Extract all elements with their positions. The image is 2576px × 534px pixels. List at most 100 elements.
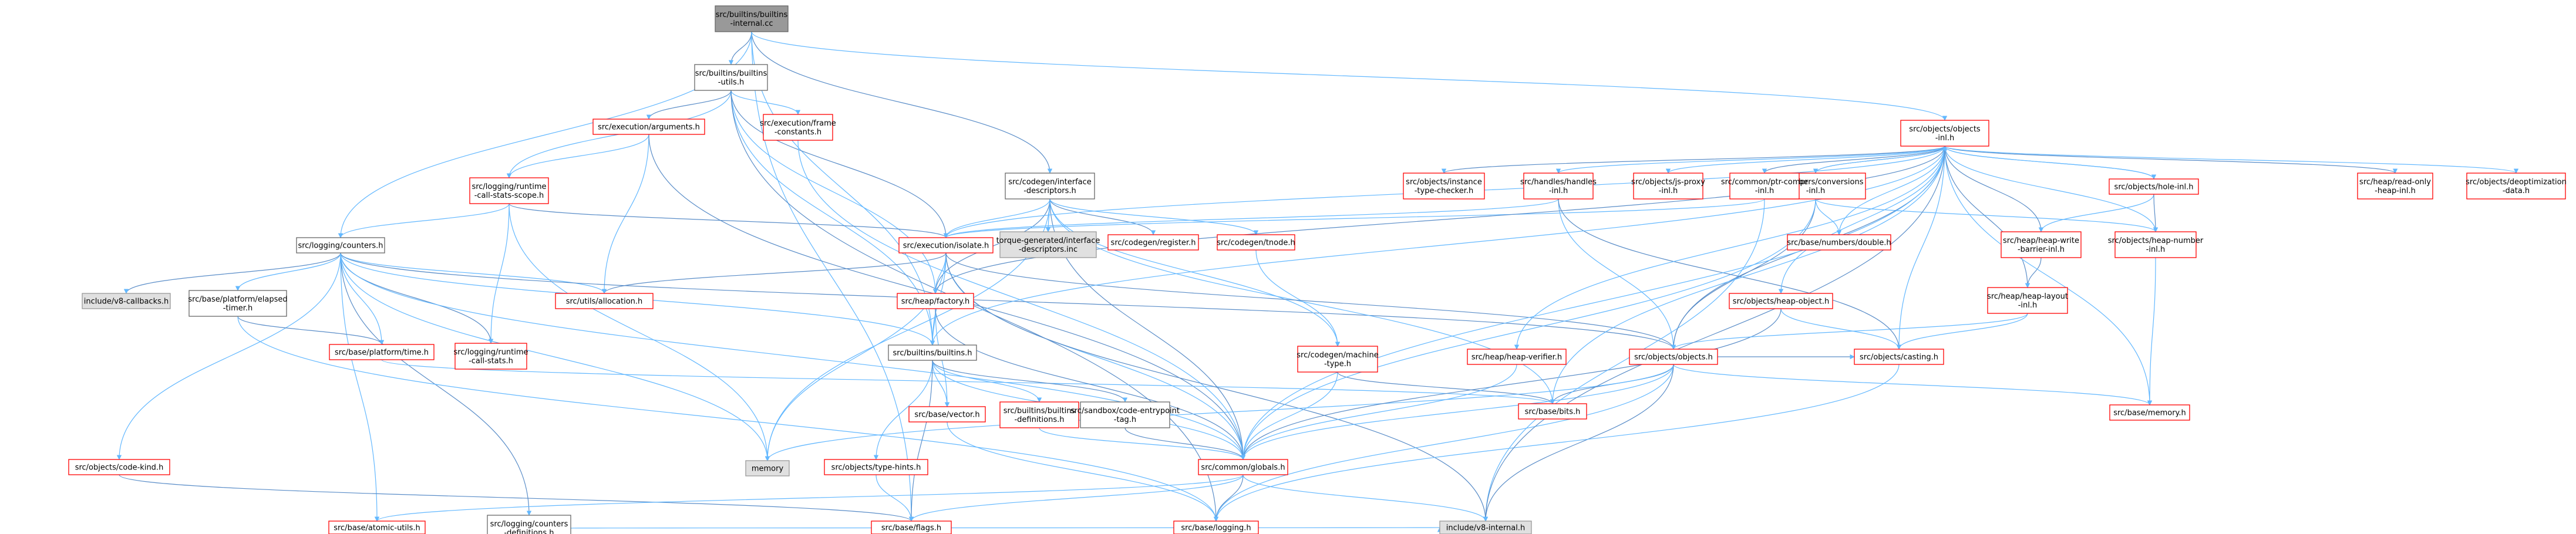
graph-node-jsproxy[interactable]: src/objects/js-proxy-inl.h (1631, 173, 1705, 200)
edge-heapobj-to-globals (1240, 308, 1782, 460)
edge-hole-to-oinl (1942, 146, 2154, 180)
graph-node-rcs[interactable]: src/logging/runtime-call-stats-scope.h (469, 177, 549, 204)
graph-node-layout[interactable]: src/heap/heap-layout-inl.h (1987, 287, 2068, 314)
edge-root-to-flags (751, 31, 914, 522)
graph-node-hole[interactable]: src/objects/hole-inl.h (2109, 178, 2199, 195)
node-label-line: src/objects/instance (1406, 178, 1482, 187)
node-label-line: src/codegen/interface (1008, 178, 1092, 187)
graph-node-v8cb[interactable]: include/v8-callbacks.h (82, 293, 171, 309)
graph-node-wbarrier[interactable]: src/heap/heap-write-barrier-inl.h (2001, 231, 2082, 258)
graph-node-bh[interactable]: src/builtins/builtins.h (888, 344, 977, 361)
node-label-line: -call-stats.h (469, 357, 513, 366)
node-label-line: src/logging/counters (490, 520, 568, 529)
graph-node-alloc[interactable]: src/utils/allocation.h (555, 293, 654, 309)
edge-counters-to-objects (340, 252, 1676, 350)
edge-factory-to-bh (930, 308, 936, 346)
node-label-line: src/base/numbers/double.h (1787, 239, 1891, 248)
node-box (694, 64, 768, 91)
graph-node-heapobj[interactable]: src/objects/heap-object.h (1729, 293, 1833, 309)
graph-node-cntdef[interactable]: src/logging/counters-definitions.h (487, 515, 571, 534)
graph-node-counters[interactable]: src/logging/counters.h (296, 237, 385, 254)
edge-oinl-to-ninl (1813, 146, 1945, 174)
graph-node-bmem[interactable]: src/base/memory.h (2109, 404, 2190, 421)
graph-node-creg[interactable]: src/codegen/register.h (1107, 234, 1199, 251)
graph-node-rcstats[interactable]: src/logging/runtime-call-stats.h (453, 343, 528, 370)
node-label-line: -type-checker.h (1415, 187, 1474, 195)
graph-node-sandbox[interactable]: src/sandbox/code-entrypoint-tag.h (1070, 401, 1180, 428)
graph-node-ndouble[interactable]: src/base/numbers/double.h (1787, 234, 1891, 251)
node-label-line: -constants.h (775, 128, 821, 137)
edge-tnode-to-machtype (1255, 249, 1341, 347)
node-box (1729, 173, 1800, 200)
node-box (1173, 521, 1259, 534)
edge-oinl-to-globals (1240, 146, 1945, 460)
graph-node-bdefs[interactable]: src/builtins/builtins-definitions.h (999, 401, 1079, 428)
node-label-line: src/objects/objects.h (1634, 353, 1713, 362)
edge-cid-to-creg (1049, 198, 1156, 235)
node-label-line: -heap-inl.h (2375, 187, 2416, 195)
edge-oinl-to-jsproxy (1665, 146, 1945, 174)
graph-node-bu[interactable]: src/builtins/builtins-utils.h (694, 64, 768, 91)
graph-node-v8int[interactable]: include/v8-internal.h (1439, 521, 1532, 534)
node-label-line: src/builtins/builtins (1004, 407, 1076, 415)
edge-args-to-alloc (601, 134, 649, 294)
node-label-line: -tag.h (1114, 415, 1136, 424)
node-box (68, 459, 170, 475)
graph-node-elapsed[interactable]: src/base/platform/elapsed-timer.h (188, 290, 288, 317)
node-label-line: src/sandbox/code-entrypoint (1070, 407, 1180, 415)
node-label-line: -internal.cc (730, 19, 773, 28)
graph-node-machtype[interactable]: src/codegen/machine-type.h (1297, 346, 1379, 373)
edge-layer (116, 31, 2518, 532)
node-box (888, 344, 977, 361)
graph-node-cid[interactable]: src/codegen/interface-descriptors.h (1005, 173, 1095, 200)
graph-node-deopt[interactable]: src/objects/deoptimization-data.h (2466, 173, 2567, 200)
node-box (1787, 234, 1891, 251)
graph-node-atomic[interactable]: src/base/atomic-utils.h (328, 521, 426, 534)
node-box (1297, 346, 1378, 373)
node-box (999, 231, 1097, 258)
node-label-line: src/builtins/builtins.h (893, 349, 972, 358)
graph-node-vector[interactable]: src/base/vector.h (908, 406, 986, 423)
node-label-line: src/base/logging.h (1181, 524, 1251, 533)
graph-node-memory[interactable]: memory (745, 460, 790, 476)
graph-node-casting[interactable]: src/objects/casting.h (1854, 349, 1944, 365)
graph-node-ptrcompr[interactable]: src/common/ptr-compr-inl.h (1721, 173, 1809, 200)
edge-codekind-to-flags (119, 474, 914, 522)
node-label-line: src/objects/hole-inl.h (2114, 183, 2194, 192)
node-box (1005, 173, 1095, 200)
graph-node-typehints[interactable]: src/objects/type-hints.h (824, 459, 928, 475)
graph-node-bits[interactable]: src/base/bits.h (1518, 403, 1587, 420)
graph-node-handles[interactable]: src/handles/handles-inl.h (1520, 173, 1597, 200)
edge-counters-to-memory (340, 252, 770, 461)
graph-node-frameconst[interactable]: src/execution/frame-constants.h (760, 114, 836, 141)
graph-node-heapverif[interactable]: src/heap/heap-verifier.h (1467, 349, 1567, 365)
graph-node-flags[interactable]: src/base/flags.h (871, 521, 952, 534)
edge-layout-to-objects (1671, 313, 2028, 350)
graph-node-objects[interactable]: src/objects/objects.h (1629, 349, 1718, 365)
node-box (555, 293, 654, 309)
node-box (188, 290, 287, 317)
graph-node-oinl[interactable]: src/objects/objects-inl.h (1900, 120, 1989, 147)
edge-root-to-oinl (751, 31, 1947, 121)
edge-oinl-to-rodheap (1944, 146, 2397, 174)
node-box (1439, 521, 1532, 534)
edge-root-to-cid (751, 31, 1053, 174)
node-box (1107, 234, 1199, 251)
node-label-line: src/objects/heap-object.h (1733, 298, 1829, 306)
graph-node-hnum[interactable]: src/objects/heap-number-inl.h (2108, 231, 2204, 258)
edge-bh-to-typehints (873, 360, 933, 460)
graph-node-rodheap[interactable]: src/heap/read-only-heap-inl.h (2357, 173, 2433, 200)
node-box (898, 237, 994, 254)
graph-node-globals[interactable]: src/common/globals.h (1198, 459, 1288, 475)
graph-node-codekind[interactable]: src/objects/code-kind.h (68, 459, 170, 475)
node-box (897, 293, 974, 309)
graph-node-ptime[interactable]: src/base/platform/time.h (329, 344, 435, 360)
graph-node-args[interactable]: src/execution/arguments.h (592, 119, 705, 135)
graph-node-factory[interactable]: src/heap/factory.h (897, 293, 974, 309)
graph-node-torque[interactable]: torque-generated/interface-descriptors.i… (996, 231, 1100, 258)
graph-node-itc[interactable]: src/objects/instance-type-checker.h (1403, 173, 1485, 200)
graph-node-isolate[interactable]: src/execution/isolate.h (898, 237, 994, 254)
graph-node-root[interactable]: src/builtins/builtins-internal.cc (715, 5, 789, 32)
graph-node-logging[interactable]: src/base/logging.h (1173, 521, 1259, 534)
graph-node-tnode[interactable]: src/codegen/tnode.h (1217, 234, 1295, 251)
